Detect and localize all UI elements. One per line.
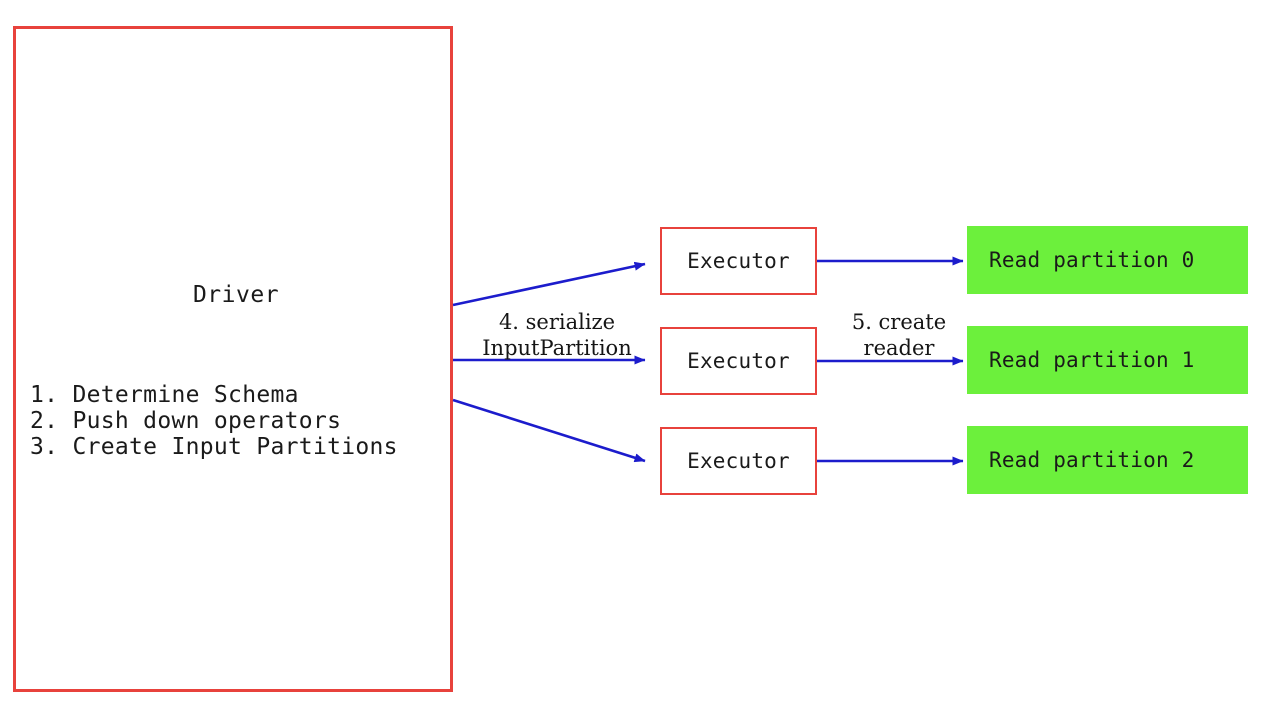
executor-box-1: Executor bbox=[660, 327, 817, 395]
partition-box-2: Read partition 2 bbox=[967, 426, 1248, 494]
executor-box-2: Executor bbox=[660, 427, 817, 495]
driver-step-1: 1. Determine Schema bbox=[30, 382, 299, 408]
driver-box: Driver 1. Determine Schema 2. Push down … bbox=[13, 26, 453, 692]
driver-steps-list: 1. Determine Schema 2. Push down operato… bbox=[30, 382, 456, 460]
partition-box-1: Read partition 1 bbox=[967, 326, 1248, 394]
partition-label-0: Read partition 0 bbox=[989, 248, 1195, 272]
partition-label-2: Read partition 2 bbox=[989, 448, 1195, 472]
partition-box-0: Read partition 0 bbox=[967, 226, 1248, 294]
executor-label-2: Executor bbox=[687, 449, 790, 473]
arrow-driver-to-executor-2 bbox=[452, 398, 646, 463]
arrow-label-serialize: 4. serialize InputPartition bbox=[482, 310, 632, 360]
arrow-driver-to-executor-0 bbox=[452, 261, 646, 307]
executor-label-0: Executor bbox=[687, 249, 790, 273]
driver-title: Driver bbox=[192, 282, 280, 308]
partition-label-1: Read partition 1 bbox=[989, 348, 1195, 372]
driver-step-2: 2. Push down operators bbox=[30, 408, 342, 434]
arrow-label-create-reader: 5. create reader bbox=[851, 310, 947, 360]
executor-label-1: Executor bbox=[687, 349, 790, 373]
driver-step-3: 3. Create Input Partitions bbox=[30, 434, 398, 460]
executor-box-0: Executor bbox=[660, 227, 817, 295]
